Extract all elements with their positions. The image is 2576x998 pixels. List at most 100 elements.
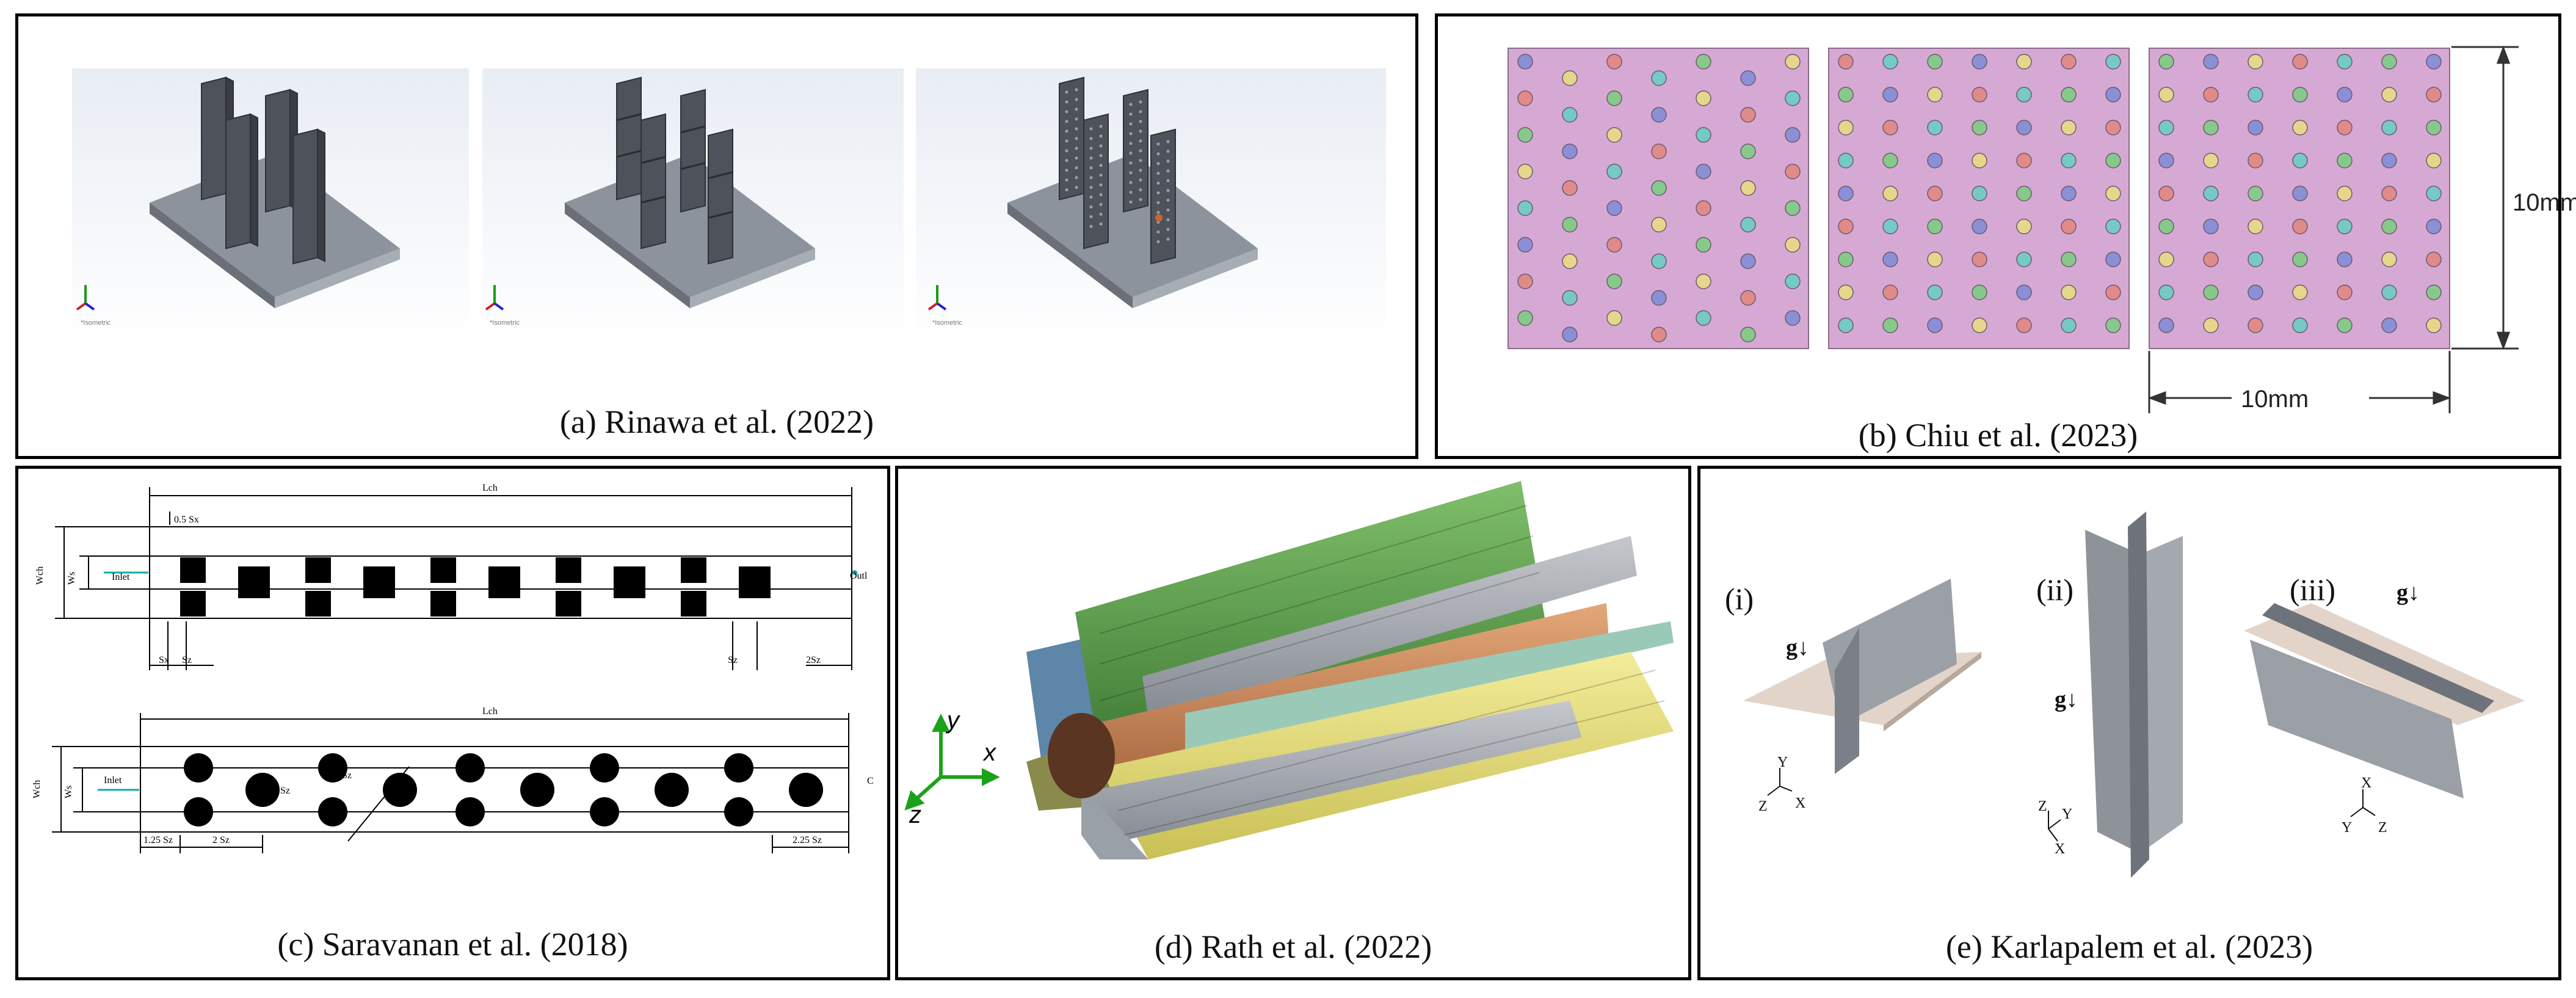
pin-circle (1882, 87, 1898, 103)
pin-circle (1696, 237, 1711, 253)
pin-circle (1740, 70, 1756, 86)
pin-circle (1651, 327, 1667, 342)
pin-circle (1838, 186, 1854, 201)
pin-circle (1927, 284, 1943, 300)
pin-circle (2203, 317, 2219, 333)
pin-circle (1696, 54, 1711, 70)
cross-fin-case-iii (2244, 603, 2525, 798)
bottom-sz-label: Sz (342, 770, 352, 781)
pin-circle (2381, 87, 2397, 103)
top-wch-label: Wch (35, 566, 45, 585)
caption-c: (c) Saravanan et al. (2018) (277, 926, 628, 963)
pin-circle (2016, 186, 2032, 201)
panel-c: Lch 0.5 Sx Wch Ws Inlet Outl Sx Sz Sz 2S… (15, 466, 890, 980)
pin-circle (1651, 217, 1667, 233)
pin-circle (1972, 153, 1987, 168)
perforation-hole (1156, 142, 1160, 146)
pin-circle (2426, 186, 2442, 201)
pin-circle (1882, 219, 1898, 234)
pin-circle (1882, 284, 1898, 300)
circular-fin (724, 753, 753, 783)
perforation-hole (1129, 132, 1133, 136)
pin-circle (2016, 54, 2032, 70)
perforation-hole (1099, 212, 1103, 216)
panel-d-drawing: y x z (904, 481, 1674, 859)
square-fin (305, 557, 331, 583)
bottom-lch-label: Lch (482, 706, 498, 717)
vertical-dimension (2451, 45, 2519, 350)
square-fin (180, 557, 206, 583)
perforation-hole (1089, 166, 1093, 170)
pin-circle (1562, 327, 1578, 342)
perforation-hole (1139, 168, 1142, 172)
pin-circle (2292, 153, 2308, 168)
pin-circle (2203, 186, 2219, 201)
axis-triad (904, 714, 1000, 811)
pin-circle (1651, 253, 1667, 269)
bottom-ws-label: Ws (63, 786, 74, 798)
perforation-hole (1099, 173, 1103, 177)
pin-circle (2337, 251, 2353, 267)
pin-circle (2061, 120, 2077, 136)
pin-circle (1740, 327, 1756, 342)
perforation-hole (1156, 230, 1160, 234)
circular-fin (318, 797, 347, 826)
pin-circle (1838, 54, 1854, 70)
case-iii-axis-3: Z (2378, 820, 2387, 836)
pin-circle (2426, 87, 2442, 103)
pin-circle (1562, 143, 1578, 159)
pin-circle (1740, 290, 1756, 306)
perforation-hole (1099, 164, 1103, 167)
panel-e: (i) g↓ Y Z X (ii) g↓ Z Y X (iii) g↓ (1697, 466, 2561, 980)
perforation-hole (1129, 181, 1133, 184)
pin-circle (2426, 153, 2442, 168)
pin-circle (2061, 153, 2077, 168)
perforation-hole (1139, 149, 1142, 153)
pin-circle (2016, 251, 2032, 267)
pin-circle (1882, 317, 1898, 333)
perforation-hole (1129, 151, 1133, 155)
perforation-hole (1129, 171, 1133, 175)
pin-circle (2337, 284, 2353, 300)
pin-circle (2381, 120, 2397, 136)
pin-circle (2203, 251, 2219, 267)
perforation-hole (1166, 189, 1170, 192)
pin-circle (2381, 251, 2397, 267)
case-iii-label: (iii) (2290, 573, 2335, 607)
top-half-sx-label: 0.5 Sx (174, 515, 199, 525)
circular-fin (184, 797, 213, 826)
square-fin-schematic: Lch 0.5 Sx Wch Ws Inlet Outl Sx Sz Sz 2S… (35, 483, 868, 670)
perforation-hole (1156, 201, 1160, 204)
pin-circle (2426, 54, 2442, 70)
case-iii-gravity: g↓ (2396, 580, 2420, 606)
pin-circle (1606, 90, 1622, 106)
pin-circle (1740, 143, 1756, 159)
perforation-hole (1099, 203, 1103, 206)
pin-circle (1696, 90, 1711, 106)
perforation-hole (1075, 107, 1078, 111)
pin-circle (2016, 153, 2032, 168)
pin-circle (1696, 273, 1711, 289)
pin-circle (1785, 237, 1801, 253)
bottom-wch-label: Wch (32, 780, 42, 798)
perforation-hole (1156, 172, 1160, 175)
case-i-axis-2: Z (1758, 798, 1768, 814)
perforation-hole (1166, 150, 1170, 153)
pin-circle (2248, 219, 2263, 234)
perforation-hole (1129, 161, 1133, 165)
square-fin (430, 591, 456, 617)
perforation-hole (1075, 146, 1078, 150)
case-i-gravity: g↓ (1786, 635, 1809, 660)
pin-circle (1972, 284, 1987, 300)
perforation-hole (1099, 125, 1103, 128)
bottom-225sz-label: 2.25 Sz (793, 835, 822, 845)
pin-circle (1606, 237, 1622, 253)
pin-circle (1972, 54, 1987, 70)
pin-circle (1696, 127, 1711, 143)
pin-circle (2337, 186, 2353, 201)
pin-circle (2248, 317, 2263, 333)
pin-circle (1740, 107, 1756, 123)
pin-circle (2016, 284, 2032, 300)
pin-circle (2426, 251, 2442, 267)
case-ii-gravity: g↓ (2055, 687, 2078, 712)
